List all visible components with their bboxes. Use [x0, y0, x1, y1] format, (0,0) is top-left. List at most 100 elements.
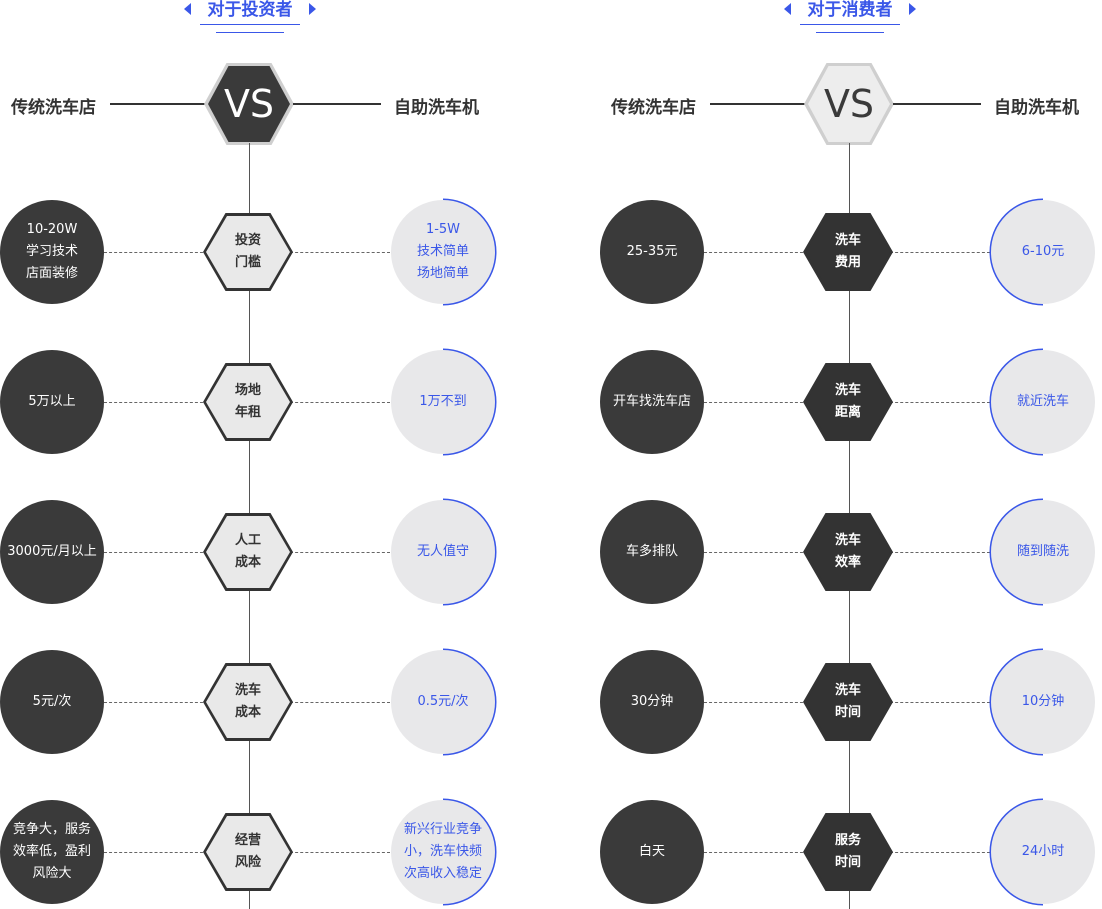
selfservice-value-circle: 24小时 [991, 800, 1095, 904]
traditional-value: 3000元/月以上 [7, 544, 97, 559]
traditional-value-circle: 车多排队 [600, 500, 704, 604]
triangle-right-icon [909, 3, 916, 15]
title-underline [200, 24, 300, 25]
category-hexagon: 洗车 距离 [803, 363, 893, 441]
selfservice-value-circle: 新兴行业竞争 小，洗车快频 次高收入稳定 [391, 800, 495, 904]
dashed-connector [290, 402, 390, 403]
comparison-row: 30分钟 洗车 时间 10分钟 [600, 648, 1102, 756]
traditional-value-circle: 10-20W 学习技术 店面装修 [0, 200, 104, 304]
traditional-label: 传统洗车店 [11, 98, 96, 118]
selfservice-label: 自助洗车机 [994, 98, 1079, 118]
selfservice-value: 24小时 [1021, 844, 1065, 859]
section-title-text: 对于投资者 [207, 0, 293, 20]
dashed-connector [704, 852, 808, 853]
category-hexagon: 场地 年租 [203, 363, 293, 441]
selfservice-label: 自助洗车机 [394, 98, 479, 118]
dashed-connector [104, 852, 208, 853]
section-title-text: 对于消费者 [807, 0, 893, 20]
comparison-row: 10-20W 学习技术 店面装修 投资 门槛 1-5W 技术简单 场地简单 [0, 198, 551, 306]
comparison-row: 25-35元 洗车 费用 6-10元 [600, 198, 1102, 306]
selfservice-value: 1-5W 技术简单 场地简单 [416, 222, 469, 281]
traditional-value-circle: 5万以上 [0, 350, 104, 454]
title-underline [216, 32, 284, 33]
traditional-value-circle: 30分钟 [600, 650, 704, 754]
category-label: 人工 成本 [234, 533, 261, 570]
header-connector [293, 103, 381, 105]
vs-hexagon: VS [204, 63, 294, 145]
traditional-value: 竞争大，服务 效率低，盈利 风险大 [12, 822, 91, 881]
traditional-value-circle: 竞争大，服务 效率低，盈利 风险大 [0, 800, 104, 904]
title-underline [800, 24, 900, 25]
selfservice-value: 就近洗车 [1016, 394, 1069, 409]
selfservice-value-circle: 1万不到 [391, 350, 495, 454]
traditional-value: 5万以上 [28, 394, 76, 409]
section-title: 对于投资者 [180, 0, 320, 33]
dashed-connector [290, 252, 390, 253]
dashed-connector [890, 552, 990, 553]
selfservice-value-circle: 随到随洗 [991, 500, 1095, 604]
category-hexagon: 人工 成本 [203, 513, 293, 591]
comparison-row: 白天 服务 时间 24小时 [600, 798, 1102, 906]
header-connector [893, 103, 981, 105]
traditional-label: 传统洗车店 [611, 98, 696, 118]
title-underline [816, 32, 884, 33]
traditional-value: 开车找洗车店 [612, 394, 691, 409]
section-title: 对于消费者 [780, 0, 920, 33]
category-hexagon: 投资 门槛 [203, 213, 293, 291]
traditional-value-circle: 5元/次 [0, 650, 104, 754]
comparison-row: 开车找洗车店 洗车 距离 就近洗车 [600, 348, 1102, 456]
dashed-connector [704, 252, 808, 253]
dashed-connector [290, 702, 390, 703]
comparison-row: 车多排队 洗车 效率 随到随洗 [600, 498, 1102, 606]
category-label: 洗车 时间 [834, 683, 861, 720]
selfservice-value: 10分钟 [1021, 694, 1065, 709]
dashed-connector [104, 702, 208, 703]
consumer-panel: 对于消费者 传统洗车店 VS 自助洗车机 25-35元 洗车 费用 6-10元 … [600, 0, 1102, 909]
category-hexagon: 洗车 时间 [803, 663, 893, 741]
triangle-left-icon [184, 3, 191, 15]
comparison-row: 5元/次 洗车 成本 0.5元/次 [0, 648, 551, 756]
traditional-value: 白天 [638, 844, 665, 859]
dashed-connector [104, 552, 208, 553]
comparison-row: 竞争大，服务 效率低，盈利 风险大 经营 风险 新兴行业竞争 小，洗车快频 次高… [0, 798, 551, 906]
dashed-connector [890, 852, 990, 853]
traditional-value: 车多排队 [625, 544, 678, 559]
category-label: 投资 门槛 [234, 233, 261, 270]
selfservice-value: 6-10元 [1021, 244, 1065, 259]
vs-hexagon: VS [804, 63, 894, 145]
triangle-left-icon [784, 3, 791, 15]
category-label: 洗车 效率 [834, 533, 861, 570]
category-label: 服务 时间 [834, 833, 861, 870]
comparison-row: 3000元/月以上 人工 成本 无人值守 [0, 498, 551, 606]
vs-text: VS [808, 66, 890, 142]
traditional-value-circle: 3000元/月以上 [0, 500, 104, 604]
vs-text: VS [208, 66, 290, 142]
dashed-connector [104, 402, 208, 403]
selfservice-value-circle: 0.5元/次 [391, 650, 495, 754]
selfservice-value: 1万不到 [419, 394, 467, 409]
dashed-connector [290, 852, 390, 853]
dashed-connector [290, 552, 390, 553]
traditional-value-circle: 25-35元 [600, 200, 704, 304]
traditional-value: 10-20W 学习技术 店面装修 [25, 222, 78, 281]
category-hexagon: 洗车 成本 [203, 663, 293, 741]
category-label: 场地 年租 [234, 383, 261, 420]
category-label: 经营 风险 [234, 833, 261, 870]
category-label: 洗车 费用 [834, 233, 861, 270]
category-label: 洗车 成本 [234, 683, 261, 720]
selfservice-value: 随到随洗 [1016, 544, 1069, 559]
category-hexagon: 经营 风险 [203, 813, 293, 891]
investor-panel: 对于投资者 传统洗车店 VS 自助洗车机 10-20W 学习技术 店面装修 投资… [0, 0, 551, 909]
selfservice-value-circle: 无人值守 [391, 500, 495, 604]
dashed-connector [890, 702, 990, 703]
dashed-connector [704, 552, 808, 553]
traditional-value-circle: 白天 [600, 800, 704, 904]
traditional-value: 5元/次 [32, 694, 72, 709]
selfservice-value: 新兴行业竞争 小，洗车快频 次高收入稳定 [403, 822, 482, 881]
dashed-connector [704, 402, 808, 403]
category-hexagon: 洗车 效率 [803, 513, 893, 591]
header-connector [110, 103, 205, 105]
category-label: 洗车 距离 [834, 383, 861, 420]
traditional-value: 25-35元 [626, 244, 678, 259]
comparison-row: 5万以上 场地 年租 1万不到 [0, 348, 551, 456]
